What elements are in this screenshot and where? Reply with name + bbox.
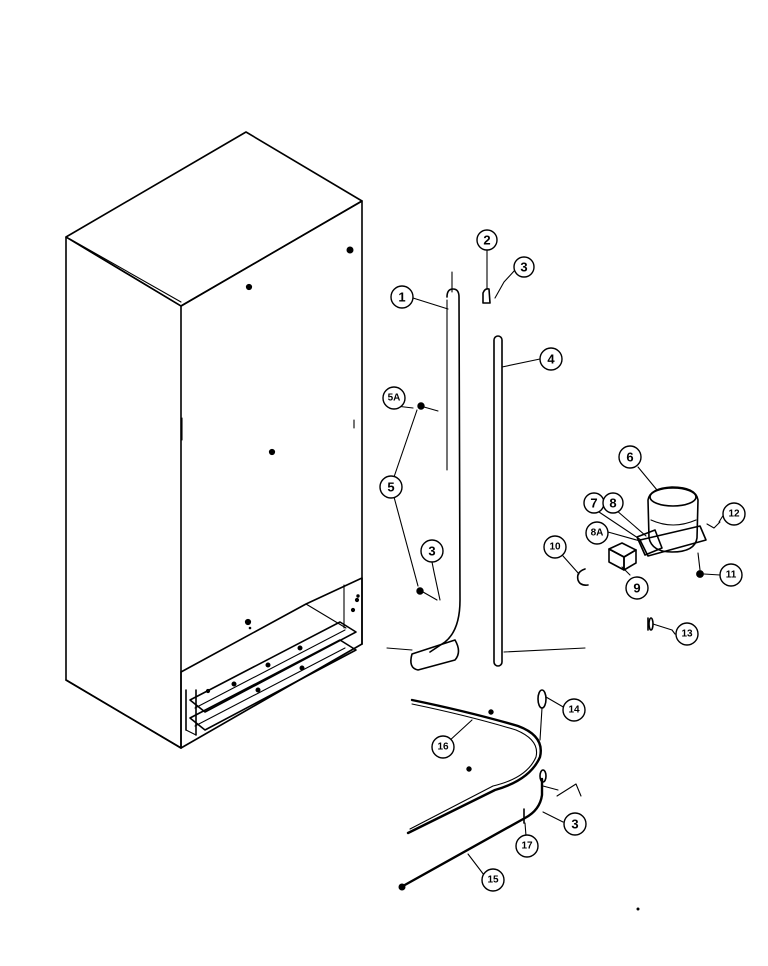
part-15-tube: [398, 769, 582, 891]
part-16-tubing: [406, 698, 542, 835]
part-10-clip: [576, 568, 589, 586]
callout-8: 8: [602, 492, 624, 514]
callout-3-bottom: 3: [563, 812, 587, 836]
callout-5a: 5A: [382, 386, 406, 410]
part-2-clip: [482, 261, 491, 304]
callout-7-label: 7: [590, 496, 597, 511]
callout-13: 13: [675, 622, 699, 646]
callout-4: 4: [539, 347, 563, 371]
callout-10-label: 10: [549, 542, 561, 553]
callout-14: 14: [562, 698, 586, 722]
callout-6-label: 6: [626, 450, 633, 465]
callout-17-label: 17: [521, 841, 533, 852]
callout-5a-label: 5A: [388, 393, 401, 404]
callout-9-label: 9: [633, 581, 640, 596]
callout-8a-label: 8A: [591, 528, 604, 539]
callout-17: 17: [515, 834, 539, 858]
callout-16-label: 16: [437, 742, 449, 753]
compressor-assembly: [608, 486, 721, 578]
callout-7: 7: [583, 492, 605, 514]
part-14-fitting: [537, 689, 547, 741]
callout-3-mid: 3: [420, 539, 444, 563]
callout-2: 2: [476, 229, 498, 251]
callout-3-bottom-label: 3: [571, 817, 578, 832]
callout-16: 16: [431, 735, 455, 759]
callout-11-label: 11: [726, 570, 737, 581]
base-rails: [185, 594, 360, 736]
callout-11: 11: [719, 563, 743, 587]
part-5-screws: [416, 402, 441, 601]
callout-5: 5: [379, 475, 403, 499]
callout-3-top-label: 3: [520, 260, 527, 275]
callout-15: 15: [481, 868, 505, 892]
part-1-drain-tube: [386, 271, 461, 671]
callout-2-label: 2: [483, 233, 490, 248]
part-9-capacitor: [608, 542, 637, 571]
callout-14-label: 14: [568, 705, 580, 716]
callout-10: 10: [543, 535, 567, 559]
callout-12: 12: [722, 502, 746, 526]
callout-9: 9: [625, 576, 649, 600]
callout-4-label: 4: [547, 352, 555, 367]
callout-1-label: 1: [398, 290, 405, 305]
callout-1: 1: [390, 285, 414, 309]
callout-5-label: 5: [387, 480, 394, 495]
callout-12-label: 12: [728, 509, 740, 520]
callout-leaders: [393, 248, 725, 876]
callout-3-top: 3: [513, 256, 535, 278]
callout-6: 6: [618, 445, 642, 469]
callout-8a: 8A: [585, 521, 609, 545]
part-13-grommet: [647, 617, 673, 631]
callout-13-label: 13: [681, 629, 693, 640]
callout-8-label: 8: [609, 496, 616, 511]
callout-3-mid-label: 3: [428, 544, 435, 559]
callout-15-label: 15: [487, 875, 499, 886]
refrigerator-cabinet: [65, 131, 363, 749]
part-4-tube: [493, 335, 586, 667]
